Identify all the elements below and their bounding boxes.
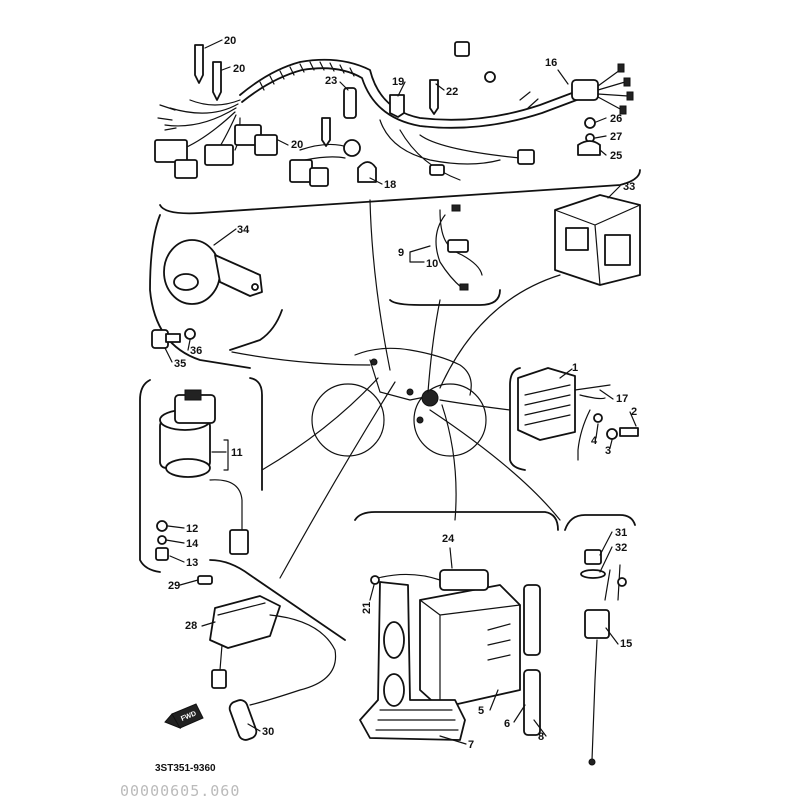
callout-31: 31 bbox=[615, 527, 627, 539]
callout-20: 20 bbox=[224, 35, 236, 47]
callout-leader-ticks bbox=[164, 39, 637, 745]
fuse-holder-group bbox=[389, 204, 501, 306]
callout-10: 10 bbox=[426, 258, 438, 270]
callout-22: 22 bbox=[446, 86, 458, 98]
callout-35: 35 bbox=[174, 358, 186, 370]
ignition-coil-group bbox=[197, 559, 346, 741]
callout-11: 11 bbox=[231, 447, 243, 459]
callout-23: 23 bbox=[325, 75, 337, 87]
callout-34: 34 bbox=[237, 224, 250, 236]
callout-4: 4 bbox=[591, 435, 598, 447]
callout-20: 20 bbox=[291, 139, 303, 151]
wire-harness-group bbox=[154, 41, 641, 215]
callout-33: 33 bbox=[623, 181, 635, 193]
callout-26: 26 bbox=[610, 113, 622, 125]
callout-20: 20 bbox=[233, 63, 245, 75]
callout-30: 30 bbox=[262, 726, 274, 738]
horn-group bbox=[149, 214, 283, 369]
callout-18: 18 bbox=[384, 179, 396, 191]
callout-27: 27 bbox=[610, 131, 622, 143]
callout-29: 29 bbox=[168, 580, 180, 592]
cdi-unit-group bbox=[554, 194, 641, 286]
callout-5: 5 bbox=[478, 705, 484, 717]
main-switch-group bbox=[139, 377, 263, 573]
callout-16: 16 bbox=[545, 57, 557, 69]
callout-25: 25 bbox=[610, 150, 622, 162]
callout-7: 7 bbox=[468, 739, 474, 751]
front-direction-arrow: FWD bbox=[164, 703, 204, 729]
callout-13: 13 bbox=[186, 557, 198, 569]
callout-3: 3 bbox=[605, 445, 611, 457]
callout-1: 1 bbox=[572, 362, 578, 374]
archive-stamp: 00000605.060 bbox=[120, 782, 240, 800]
motorcycle-outline bbox=[311, 347, 487, 457]
callout-12: 12 bbox=[186, 523, 198, 535]
callout-labels: 20 20 20 23 19 22 16 26 27 25 18 33 34 9… bbox=[168, 35, 637, 751]
battery-group bbox=[354, 511, 559, 741]
callout-15: 15 bbox=[620, 638, 632, 650]
callout-17: 17 bbox=[616, 393, 628, 405]
callout-21: 21 bbox=[361, 602, 373, 614]
callout-2: 2 bbox=[631, 406, 637, 418]
leader-lines bbox=[231, 199, 561, 579]
callout-32: 32 bbox=[615, 542, 627, 554]
callout-24: 24 bbox=[442, 533, 455, 545]
callout-6: 6 bbox=[504, 718, 510, 730]
neutral-switch-group bbox=[564, 514, 636, 766]
callout-19: 19 bbox=[392, 76, 404, 88]
callout-8: 8 bbox=[538, 731, 544, 743]
rectifier-group bbox=[509, 367, 639, 471]
callout-36: 36 bbox=[190, 345, 202, 357]
drawing-code: 3ST351-9360 bbox=[155, 763, 216, 774]
callout-14: 14 bbox=[186, 538, 199, 550]
callout-9: 9 bbox=[398, 247, 404, 259]
callout-28: 28 bbox=[185, 620, 197, 632]
